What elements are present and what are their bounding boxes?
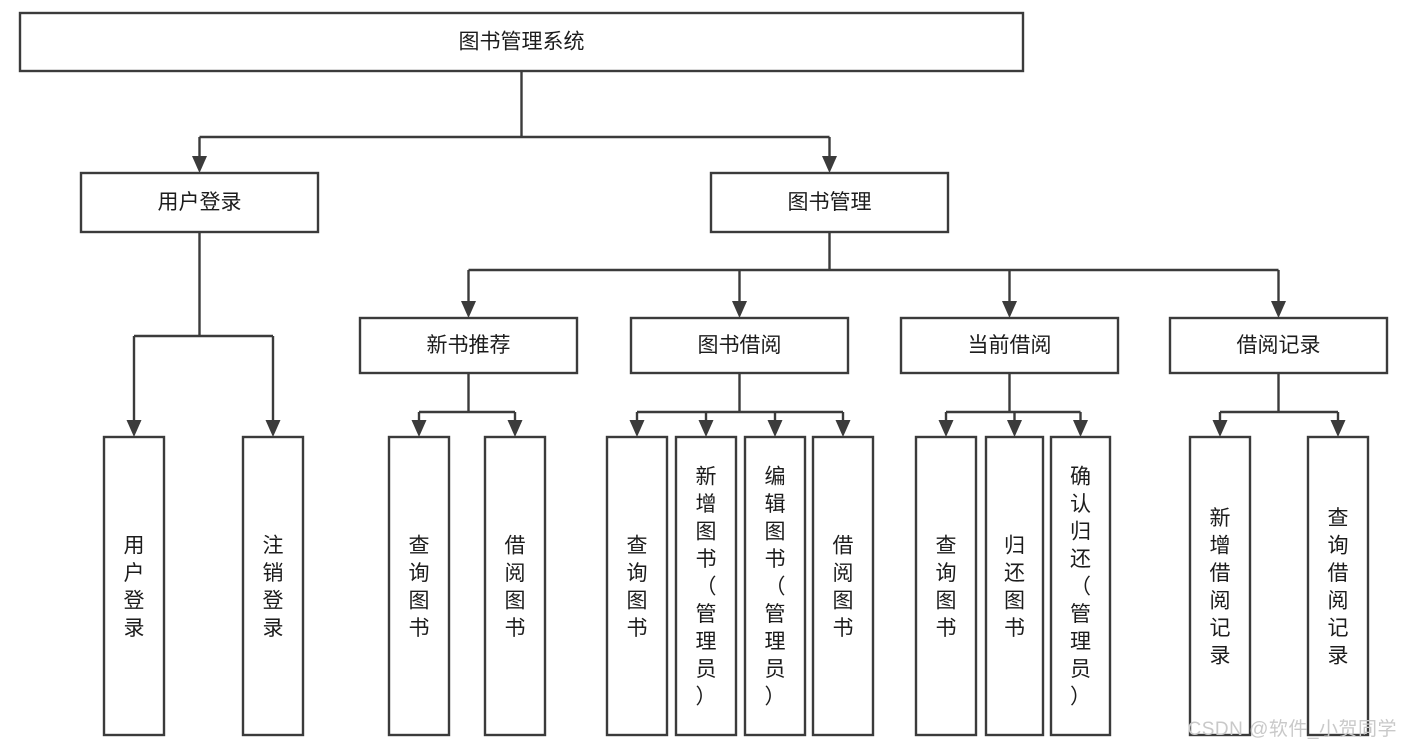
arrow-head-icon bbox=[1073, 420, 1088, 437]
node-level2-0[interactable]: 用户登录 bbox=[79, 171, 320, 234]
node-level3-2[interactable]: 当前借阅 bbox=[899, 316, 1120, 375]
node-box bbox=[102, 435, 166, 737]
node-box bbox=[629, 316, 850, 375]
node-label: 图书管理 bbox=[788, 191, 872, 214]
node-label: 新增图书（管理员） bbox=[696, 466, 717, 709]
arrow-head-icon bbox=[835, 420, 851, 437]
node-level3-3[interactable]: 借阅记录 bbox=[1168, 316, 1389, 375]
node-leaf-6[interactable]: 编辑图书（管理员） bbox=[743, 435, 807, 737]
arrow-head-icon bbox=[767, 420, 783, 437]
node-label: 借阅图书 bbox=[833, 534, 854, 640]
node-label: 注销登录 bbox=[263, 534, 284, 640]
arrow-head-icon bbox=[507, 420, 523, 437]
node-label: 查询图书 bbox=[627, 534, 648, 640]
node-leaf-7[interactable]: 借阅图书 bbox=[811, 435, 875, 737]
node-box bbox=[483, 435, 547, 737]
node-box bbox=[709, 171, 950, 234]
node-label: 新增借阅记录 bbox=[1210, 507, 1231, 668]
node-box bbox=[914, 435, 978, 737]
arrow-head-icon bbox=[192, 156, 207, 173]
node-leaf-11[interactable]: 新增借阅记录 bbox=[1188, 435, 1252, 737]
node-box bbox=[358, 316, 579, 375]
node-box bbox=[1049, 435, 1112, 737]
node-box bbox=[18, 11, 1025, 73]
node-box bbox=[743, 435, 807, 737]
arrow-head-icon bbox=[1007, 420, 1022, 437]
node-level2-1[interactable]: 图书管理 bbox=[709, 171, 950, 234]
arrow-head-icon bbox=[265, 420, 281, 437]
node-level3-0[interactable]: 新书推荐 bbox=[358, 316, 579, 375]
node-label: 用户登录 bbox=[158, 191, 242, 214]
arrow-head-icon bbox=[629, 420, 645, 437]
arrow-head-icon bbox=[126, 420, 142, 437]
node-label: 借阅图书 bbox=[505, 534, 526, 640]
node-box bbox=[899, 316, 1120, 375]
node-label: 查询图书 bbox=[936, 534, 957, 640]
node-label: 图书借阅 bbox=[698, 334, 782, 357]
node-leaf-10[interactable]: 确认归还（管理员） bbox=[1049, 435, 1112, 737]
node-leaf-4[interactable]: 查询图书 bbox=[605, 435, 669, 737]
node-box bbox=[605, 435, 669, 737]
node-leaf-5[interactable]: 新增图书（管理员） bbox=[674, 435, 738, 737]
node-leaf-0[interactable]: 用户登录 bbox=[102, 435, 166, 737]
node-box bbox=[1188, 435, 1252, 737]
node-box bbox=[984, 435, 1045, 737]
node-label: 查询借阅记录 bbox=[1328, 507, 1349, 668]
node-leaf-2[interactable]: 查询图书 bbox=[387, 435, 451, 737]
arrow-head-icon bbox=[938, 420, 954, 437]
arrow-head-icon bbox=[822, 156, 837, 173]
node-label: 图书管理系统 bbox=[459, 31, 585, 54]
node-box bbox=[387, 435, 451, 737]
node-box bbox=[241, 435, 305, 737]
arrow-head-icon bbox=[1271, 301, 1286, 318]
node-leaf-3[interactable]: 借阅图书 bbox=[483, 435, 547, 737]
node-leaf-12[interactable]: 查询借阅记录 bbox=[1306, 435, 1370, 737]
node-label: 确认归还（管理员） bbox=[1070, 466, 1091, 709]
node-label: 新书推荐 bbox=[427, 334, 511, 357]
node-leaf-9[interactable]: 归还图书 bbox=[984, 435, 1045, 737]
arrow-head-icon bbox=[1212, 420, 1228, 437]
node-leaf-1[interactable]: 注销登录 bbox=[241, 435, 305, 737]
node-label: 借阅记录 bbox=[1237, 334, 1321, 357]
node-label: 归还图书 bbox=[1004, 534, 1025, 640]
node-box bbox=[811, 435, 875, 737]
node-box bbox=[674, 435, 738, 737]
arrow-head-icon bbox=[411, 420, 427, 437]
node-leaf-8[interactable]: 查询图书 bbox=[914, 435, 978, 737]
nodes-layer: 图书管理系统用户登录图书管理新书推荐图书借阅当前借阅借阅记录用户登录注销登录查询… bbox=[18, 11, 1389, 737]
node-box bbox=[79, 171, 320, 234]
arrow-head-icon bbox=[1330, 420, 1346, 437]
node-label: 当前借阅 bbox=[968, 334, 1052, 357]
arrow-head-icon bbox=[732, 301, 747, 318]
node-level3-1[interactable]: 图书借阅 bbox=[629, 316, 850, 375]
node-root[interactable]: 图书管理系统 bbox=[18, 11, 1025, 73]
arrow-head-icon bbox=[461, 301, 476, 318]
node-box bbox=[1306, 435, 1370, 737]
node-label: 用户登录 bbox=[124, 534, 145, 640]
node-label: 查询图书 bbox=[409, 534, 430, 640]
node-label: 编辑图书（管理员） bbox=[765, 466, 786, 709]
edges-layer bbox=[126, 71, 1346, 437]
arrow-head-icon bbox=[1002, 301, 1017, 318]
node-box bbox=[1168, 316, 1389, 375]
arrow-head-icon bbox=[698, 420, 714, 437]
